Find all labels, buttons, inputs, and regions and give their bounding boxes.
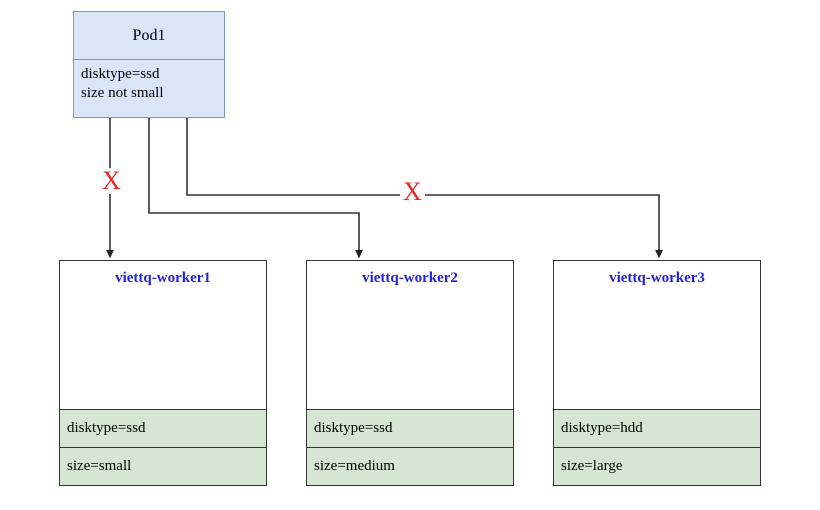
worker-box-1[interactable]: viettq-worker1 disktype=ssd size=small bbox=[59, 260, 267, 486]
worker-label-1-size: size=small bbox=[60, 447, 266, 485]
worker-label-2-disktype: disktype=ssd bbox=[307, 409, 513, 447]
worker-label-3-size: size=large bbox=[554, 447, 760, 485]
worker-label-1-disktype: disktype=ssd bbox=[60, 409, 266, 447]
worker-box-3[interactable]: viettq-worker3 disktype=hdd size=large bbox=[553, 260, 761, 486]
worker-name-1: viettq-worker1 bbox=[115, 270, 211, 286]
pod-title: Pod1 bbox=[74, 12, 224, 60]
pod-selector-disktype: disktype=ssd bbox=[81, 66, 160, 82]
worker-label-3-disktype: disktype=hdd bbox=[554, 409, 760, 447]
pod-box[interactable]: Pod1 disktype=ssd size not small bbox=[73, 11, 225, 118]
edge-pod-to-worker2 bbox=[148, 118, 363, 259]
reject-mark-worker1: X bbox=[99, 168, 124, 194]
worker-name-2: viettq-worker2 bbox=[362, 270, 458, 286]
worker-name-3: viettq-worker3 bbox=[609, 270, 705, 286]
reject-mark-worker3: X bbox=[400, 179, 425, 205]
worker-label-2-size: size=medium bbox=[307, 447, 513, 485]
pod-selector-size: size not small bbox=[81, 84, 164, 101]
worker-box-2[interactable]: viettq-worker2 disktype=ssd size=medium bbox=[306, 260, 514, 486]
pod-selector-list: disktype=ssd size not small bbox=[74, 60, 224, 117]
